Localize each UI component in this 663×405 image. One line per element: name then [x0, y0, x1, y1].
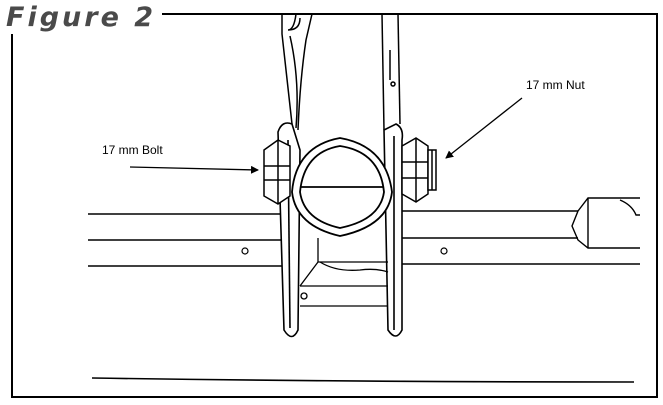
- nut: [401, 137, 437, 203]
- center-tube: [291, 137, 393, 237]
- right-bracket: [383, 123, 404, 337]
- figure-title: Figure 2: [6, 2, 163, 34]
- ground-line: [91, 377, 635, 383]
- nut-arrow: [445, 97, 523, 159]
- figure-frame: [11, 13, 658, 398]
- bolt-head: [263, 139, 291, 205]
- upper-arms: [281, 13, 401, 131]
- bolt-arrow: [129, 165, 259, 174]
- crossbar-screws: [241, 247, 448, 255]
- lower-web: [299, 238, 389, 307]
- frame-crossbar: [88, 197, 640, 267]
- bolt-label: 17 mm Bolt: [102, 143, 163, 157]
- nut-label: 17 mm Nut: [526, 78, 585, 92]
